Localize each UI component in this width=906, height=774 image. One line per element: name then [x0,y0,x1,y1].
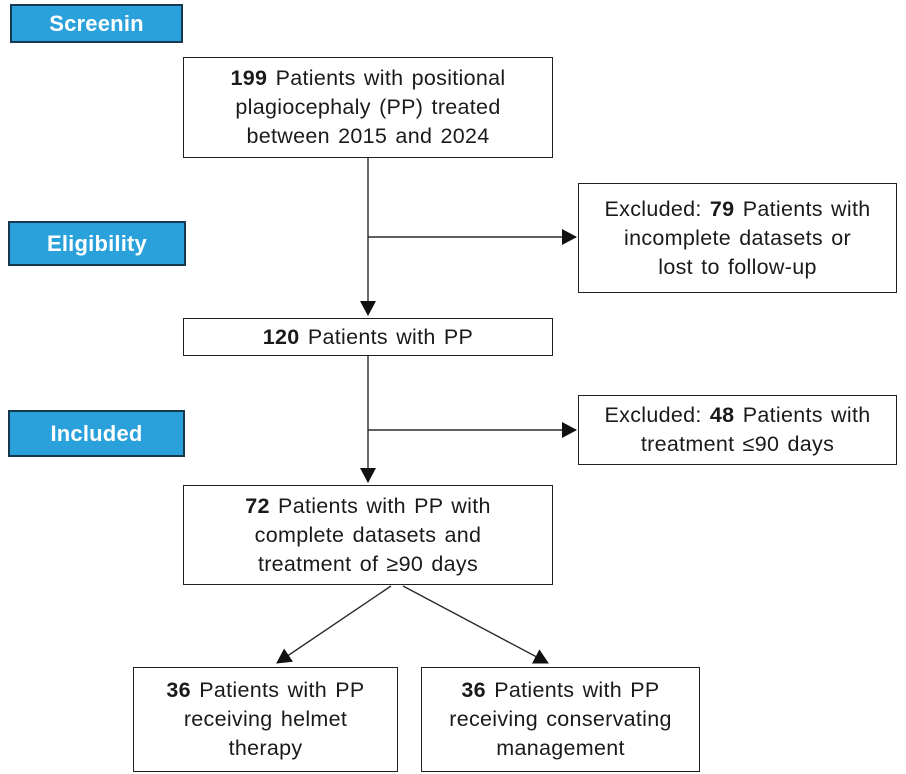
stage-label-screening-text: Screenin [49,10,144,36]
stage-label-screening: Screenin [10,4,183,43]
node-text-rest: Patients with PP receiving helmet therap… [183,678,365,760]
node-excluded-short-treatment: Excluded: 48 Patients with treatment ≤90… [578,395,897,465]
node-excluded-incomplete-datasets: Excluded: 79 Patients with incomplete da… [578,183,897,293]
stage-label-eligibility: Eligibility [8,221,186,266]
stage-label-included: Included [8,410,185,457]
node-excluded-incomplete-datasets-text: Excluded: 79 Patients with incomplete da… [601,193,875,284]
node-helmet-therapy-group-text: 36 Patients with PP receiving helmet the… [162,674,368,765]
node-count: 79 [709,196,735,221]
stage-label-included-text: Included [50,420,143,446]
node-text-rest: Patients with PP receiving conservating … [449,678,672,760]
node-text-rest: Patients with positional plagiocephaly (… [235,66,506,148]
node-text-rest: Patients with PP [299,324,474,349]
node-count: 72 [245,493,270,518]
node-eligible-patients-text: 120 Patients with PP [259,321,477,354]
node-count: 36 [461,678,486,702]
node-helmet-therapy-group: 36 Patients with PP receiving helmet the… [133,667,398,772]
node-count: 36 [166,678,191,702]
node-count: 120 [262,324,300,349]
node-text-rest: Patients with incomplete datasets or los… [624,196,871,279]
node-included-patients-text: 72 Patients with PP with complete datase… [241,490,494,581]
node-conservative-management-group-text: 36 Patients with PP receiving conservati… [445,674,676,765]
node-screened-patients: 199 Patients with positional plagiocepha… [183,57,553,158]
node-conservative-management-group: 36 Patients with PP receiving conservati… [421,667,700,772]
arrow-72-to-conservative [402,585,549,664]
node-eligible-patients: 120 Patients with PP [183,318,553,356]
node-count: 48 [709,403,735,427]
node-text-prefix: Excluded: [604,196,710,221]
node-included-patients: 72 Patients with PP with complete datase… [183,485,553,585]
node-text-rest: Patients with PP with complete datasets … [254,493,491,576]
node-count: 199 [230,66,268,90]
node-text-prefix: Excluded: [604,403,710,427]
arrow-72-to-helmet [276,585,392,664]
stage-label-eligibility-text: Eligibility [47,230,147,256]
node-screened-patients-text: 199 Patients with positional plagiocepha… [227,62,510,153]
node-excluded-short-treatment-text: Excluded: 48 Patients with treatment ≤90… [601,399,875,461]
node-text-rest: Patients with treatment ≤90 days [640,403,871,456]
